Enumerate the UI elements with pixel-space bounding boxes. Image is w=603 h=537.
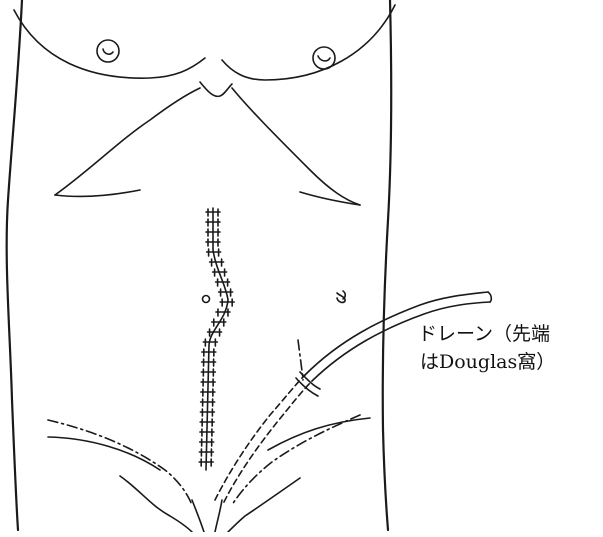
staple-11: [212, 319, 226, 326]
left-pectoral-line: [14, 10, 205, 78]
right-nipple: [313, 47, 335, 69]
right-costal-margin: [232, 88, 360, 205]
sternum-notch: [200, 82, 232, 96]
right-groin-crease: [228, 478, 300, 532]
drain-tube-internal-inner: [224, 381, 312, 502]
pubic-center-line-2: [215, 500, 222, 532]
drain-site-marker: [203, 296, 210, 303]
midline-incision: [206, 208, 228, 470]
torso-left-outline: [7, 0, 22, 530]
right-inguinal-line: [232, 415, 360, 505]
drain-label-line2: はDouglas窩）: [420, 350, 555, 374]
left-costal-margin: [55, 88, 200, 195]
left-groin-crease: [120, 476, 192, 532]
left-nipple: [97, 40, 119, 62]
torso-right-outline: [383, 0, 392, 530]
right-pectoral-line: [222, 5, 395, 80]
drain-label-line1: ドレーン（先端: [418, 322, 550, 346]
right-lower-rib: [300, 192, 360, 205]
left-inguinal-line: [48, 420, 192, 505]
left-lower-rib: [55, 190, 140, 196]
drain-tube-end: [488, 292, 491, 302]
left-lower-curve: [48, 437, 160, 470]
pubic-center-line: [192, 500, 204, 532]
incision-staples: [199, 209, 234, 466]
